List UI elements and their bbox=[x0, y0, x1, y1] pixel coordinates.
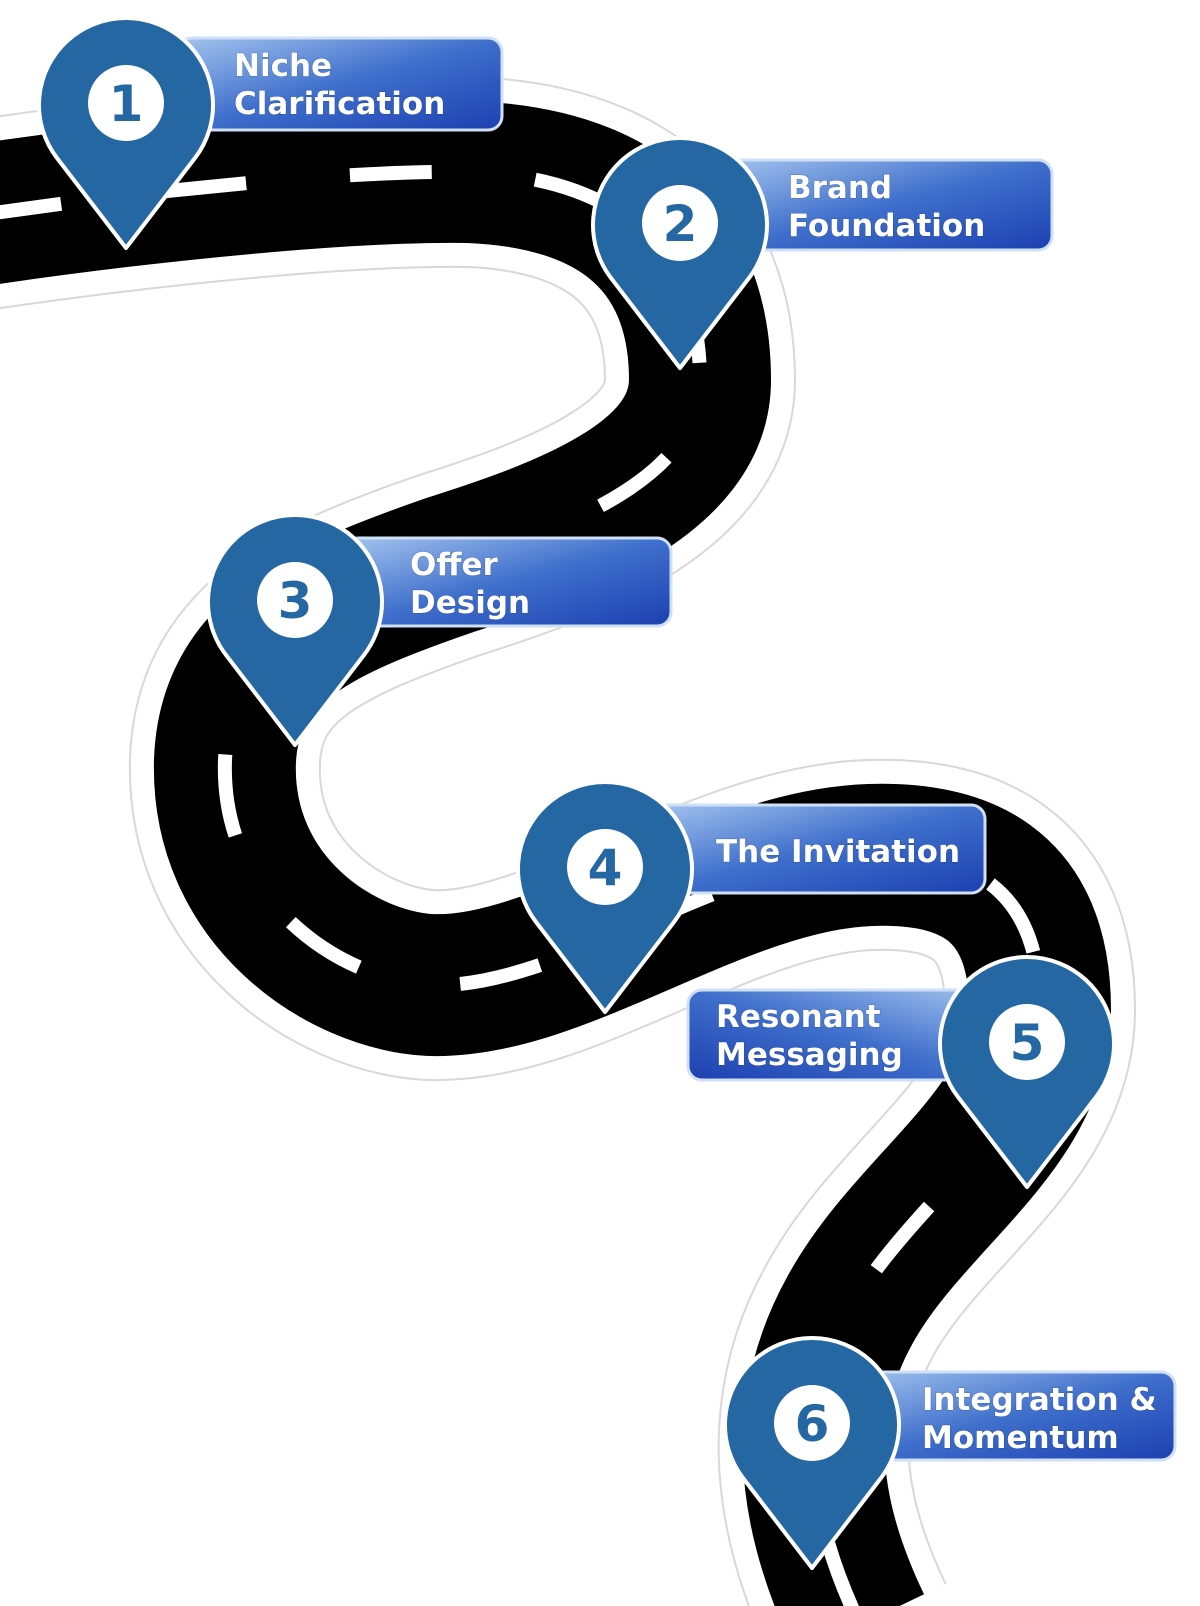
milestone-1: Niche Clarification 1 bbox=[37, 16, 504, 250]
pin-number: 1 bbox=[109, 75, 144, 133]
milestone-2: Brand Foundation 2 bbox=[591, 136, 1054, 370]
pin-number: 6 bbox=[795, 1395, 830, 1453]
label-line-2: Clarification bbox=[234, 86, 445, 122]
label-line-2: Momentum bbox=[922, 1420, 1119, 1456]
pin-number-circle bbox=[774, 1385, 850, 1461]
milestone-6: Integration & Momentum 6 bbox=[723, 1336, 1177, 1570]
milestone-5: Resonant Messaging 5 bbox=[686, 955, 1116, 1189]
svg-text:Niche Clarification: Niche Clarification bbox=[234, 48, 445, 122]
label-line-2: Design bbox=[410, 585, 530, 621]
label-line-2: Messaging bbox=[716, 1037, 903, 1073]
pin-number: 2 bbox=[663, 195, 698, 253]
svg-text:Integration & Momentum: Integration & Momentum bbox=[922, 1382, 1167, 1456]
svg-text:Resonant Messaging: Resonant Messaging bbox=[716, 999, 903, 1073]
pin-number-circle bbox=[989, 1004, 1065, 1080]
label-line-1: Offer bbox=[410, 547, 498, 583]
pin-number-circle bbox=[567, 829, 643, 905]
label-line-2: Foundation bbox=[788, 208, 985, 244]
label-line-1: The Invitation bbox=[716, 834, 960, 870]
pin-number-circle bbox=[642, 185, 718, 261]
milestone-3: Offer Design 3 bbox=[206, 513, 673, 747]
pin-number: 5 bbox=[1010, 1014, 1045, 1072]
label-line-1: Brand bbox=[788, 170, 892, 206]
svg-text:Brand Foundation: Brand Foundation bbox=[788, 170, 985, 244]
pin-number: 3 bbox=[278, 572, 313, 630]
label-line-1: Niche bbox=[234, 48, 332, 84]
milestone-4: The Invitation 4 bbox=[516, 780, 987, 1014]
svg-text:Offer Design: Offer Design bbox=[410, 547, 530, 621]
pin-number-circle bbox=[257, 562, 333, 638]
label-line-1: Integration & bbox=[922, 1382, 1156, 1418]
pin-number-circle bbox=[88, 65, 164, 141]
label-line-1: Resonant bbox=[716, 999, 881, 1035]
pin-number: 4 bbox=[588, 839, 623, 897]
